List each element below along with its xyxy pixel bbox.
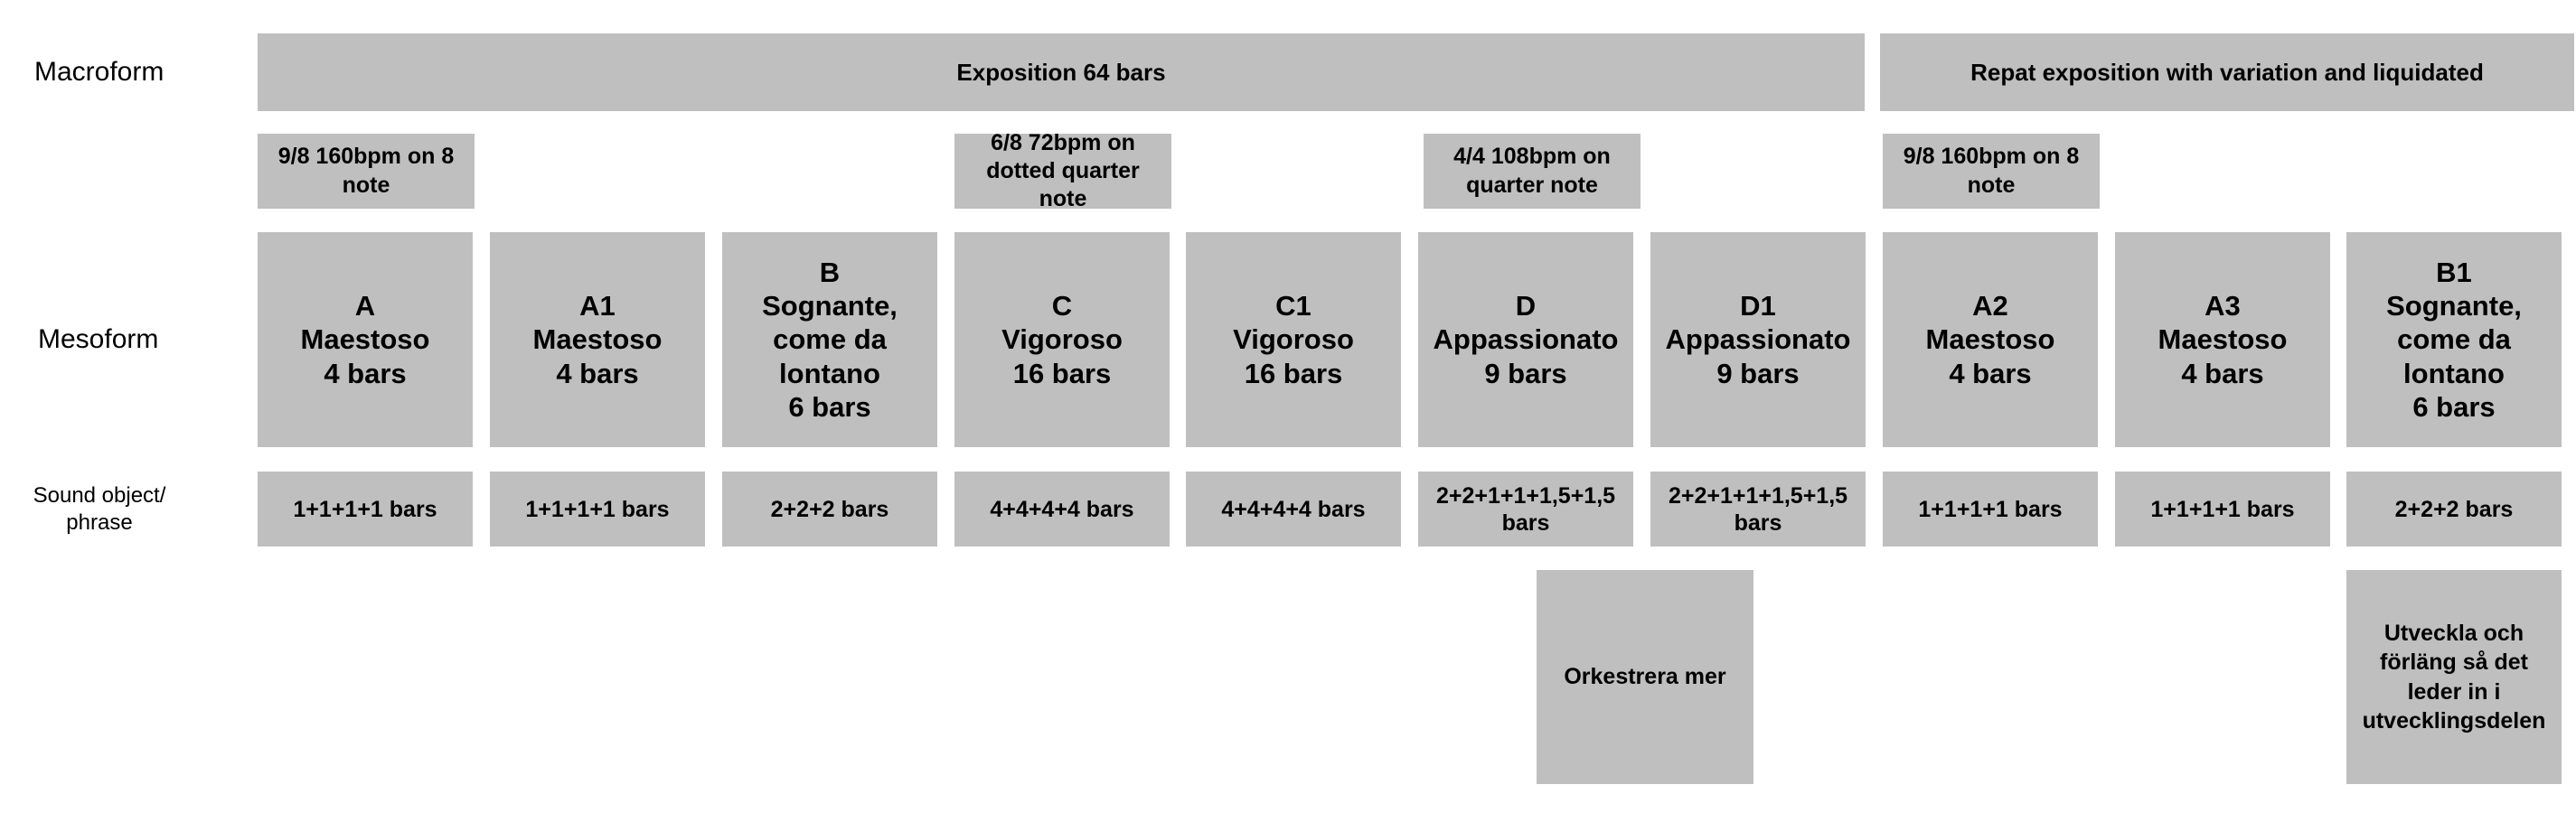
note-box-utveckla: Utveckla och förläng så det leder in i u… [2346,570,2562,784]
sound-box-10: 2+2+2 bars [2346,472,2562,547]
tempo-box-9-8-160bpm: 9/8 160bpm on 8 note [258,134,475,209]
meso-box-d: D Appassionato 9 bars [1418,232,1633,447]
sound-box-7: 2+2+1+1+1,5+1,5 bars [1650,472,1866,547]
meso-box-a: A Maestoso 4 bars [258,232,473,447]
meso-box-b1: B1 Sognante, come da lontano 6 bars [2346,232,2562,447]
macro-bar-exposition: Exposition 64 bars [258,33,1865,111]
meso-box-c1: C1 Vigoroso 16 bars [1186,232,1401,447]
row-label-mesoform: Mesoform [38,324,159,354]
sound-box-9: 1+1+1+1 bars [2115,472,2330,547]
macro-bar-repeat-exposition: Repat exposition with variation and liqu… [1880,33,2574,111]
tempo-box-9-8-160bpm-repeat: 9/8 160bpm on 8 note [1883,134,2100,209]
sound-box-6: 2+2+1+1+1,5+1,5 bars [1418,472,1633,547]
sound-box-3: 2+2+2 bars [722,472,937,547]
note-box-orkestrera-mer: Orkestrera mer [1537,570,1753,784]
tempo-box-6-8-72bpm: 6/8 72bpm on dotted quarter note [954,130,1171,211]
meso-box-d1: D1 Appassionato 9 bars [1650,232,1866,447]
sound-box-1: 1+1+1+1 bars [258,472,473,547]
meso-box-a3: A3 Maestoso 4 bars [2115,232,2330,447]
sound-box-2: 1+1+1+1 bars [490,472,705,547]
meso-box-a1: A1 Maestoso 4 bars [490,232,705,447]
meso-box-a2: A2 Maestoso 4 bars [1883,232,2098,447]
meso-box-c: C Vigoroso 16 bars [954,232,1170,447]
meso-box-b: B Sognante, come da lontano 6 bars [722,232,937,447]
row-label-sound-object-phrase: Sound object/ phrase [33,482,166,535]
sound-box-8: 1+1+1+1 bars [1883,472,2098,547]
row-label-macroform: Macroform [34,57,165,87]
sound-box-5: 4+4+4+4 bars [1186,472,1401,547]
sound-box-4: 4+4+4+4 bars [954,472,1170,547]
tempo-box-4-4-108bpm: 4/4 108bpm on quarter note [1424,134,1641,209]
